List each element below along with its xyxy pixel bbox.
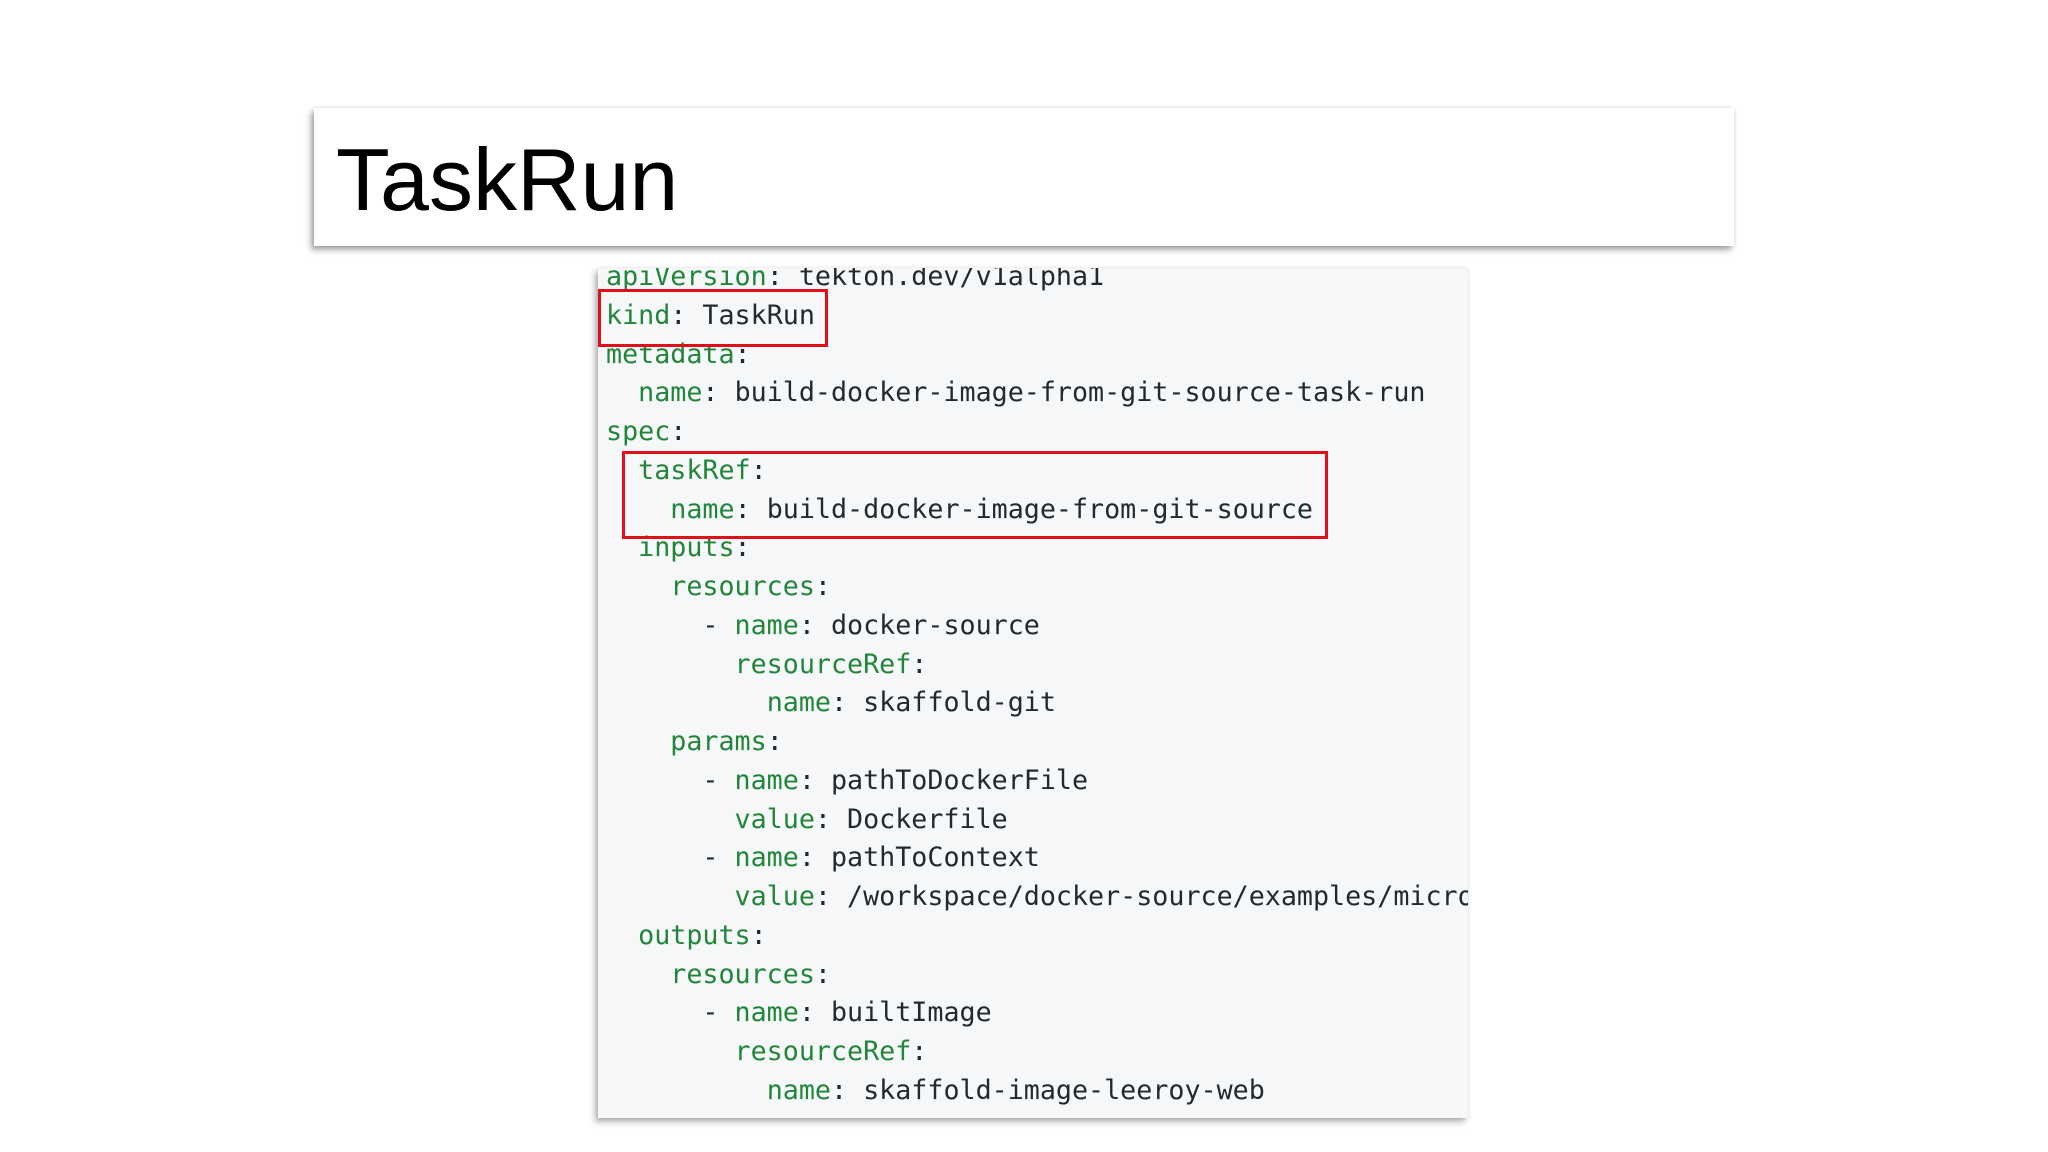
yaml-separator: : (702, 377, 735, 409)
yaml-separator: : (750, 454, 767, 486)
code-line: value: Dockerfile (606, 801, 1468, 840)
code-line: value: /workspace/docker-source/examples… (606, 878, 1468, 917)
yaml-separator: : (766, 268, 799, 292)
yaml-separator: : (911, 648, 928, 680)
yaml-separator: : (798, 764, 831, 796)
slide-title: TaskRun (336, 130, 679, 229)
code-line: kind: TaskRun (606, 297, 1468, 336)
code-line: outputs: (606, 917, 1468, 956)
yaml-value: TaskRun (702, 299, 815, 331)
yaml-key: resources (670, 571, 815, 602)
yaml-value: build-docker-image-from-git-source (766, 493, 1313, 525)
yaml-key: name (766, 687, 831, 719)
code-line: resourceRef: (606, 1033, 1468, 1072)
yaml-key: value (734, 881, 815, 912)
yaml-key: name (670, 493, 735, 525)
yaml-key: name (734, 609, 799, 641)
code-line: - name: pathToContext (606, 839, 1468, 878)
yaml-key: resourceRef (734, 648, 912, 680)
code-indent (606, 377, 638, 408)
yaml-separator: : (734, 493, 767, 525)
yaml-value: pathToContext (830, 842, 1040, 874)
yaml-separator: : (814, 571, 831, 602)
yaml-value: Dockerfile (847, 803, 1008, 835)
yaml-key: taskRef (638, 454, 751, 486)
code-line: - name: builtImage (606, 994, 1468, 1033)
code-line: - name: pathToDockerFile (606, 762, 1468, 801)
yaml-separator: : (798, 997, 831, 1029)
code-indent (606, 920, 638, 951)
yaml-separator: : (798, 842, 831, 874)
yaml-key: name (734, 764, 799, 796)
yaml-separator: : (830, 1074, 864, 1106)
code-indent (606, 1036, 735, 1067)
code-line: resources: (606, 956, 1468, 995)
yaml-separator: : (766, 726, 783, 757)
yaml-separator: : (814, 803, 848, 835)
yaml-separator: : (670, 416, 687, 447)
code-indent: - (606, 842, 735, 874)
yaml-separator: : (911, 1036, 928, 1067)
yaml-key: metadata (606, 338, 735, 370)
kind-highlight-box (598, 289, 828, 347)
yaml-value: builtImage (830, 997, 992, 1029)
code-indent (606, 726, 670, 757)
code-line: apiVersion: tekton.dev/v1alpha1 (606, 268, 1468, 297)
code-indent: - (606, 609, 735, 641)
code-indent (606, 881, 735, 912)
code-indent: - (606, 997, 735, 1029)
yaml-key: name (766, 1074, 831, 1106)
code-line: resourceRef: (606, 646, 1468, 685)
code-indent (606, 804, 735, 835)
slide-title-box: TaskRun (314, 108, 1734, 246)
yaml-key: value (734, 803, 815, 835)
yaml-value: pathToDockerFile (830, 764, 1089, 796)
yaml-key: kind (606, 299, 671, 331)
code-line: resources: (606, 568, 1468, 607)
yaml-value: tekton.dev/v1alpha1 (798, 268, 1105, 292)
yaml-value: skaffold-image-leeroy-web (863, 1074, 1265, 1106)
taskref-highlight-box (622, 451, 1328, 539)
code-line: taskRef: (606, 452, 1468, 491)
yaml-separator: : (798, 609, 831, 641)
yaml-key: name (638, 377, 703, 409)
code-line: metadata: (606, 336, 1468, 375)
yaml-key: resources (670, 958, 815, 990)
code-line: name: build-docker-image-from-git-source… (606, 374, 1468, 413)
yaml-separator: : (814, 881, 848, 912)
code-indent: - (606, 764, 735, 796)
yaml-key: name (734, 842, 799, 874)
code-line: name: build-docker-image-from-git-source (606, 491, 1468, 530)
code-indent (606, 571, 670, 602)
yaml-value: docker-source (830, 609, 1040, 641)
yaml-value: /workspace/docker-source/examples/micro (847, 881, 1468, 912)
code-indent (606, 687, 767, 718)
yaml-separator: : (750, 919, 767, 951)
yaml-separator: : (734, 532, 751, 564)
code-line: name: skaffold-image-leeroy-web (606, 1072, 1468, 1111)
code-line: params: (606, 723, 1468, 762)
code-line: name: skaffold-git (606, 684, 1468, 723)
yaml-key: name (734, 997, 799, 1029)
yaml-value: skaffold-git (863, 687, 1056, 719)
code-indent (606, 959, 670, 990)
yaml-separator: : (830, 687, 864, 719)
yaml-key: spec (606, 416, 671, 447)
yaml-key: params (670, 726, 767, 757)
code-line: - name: docker-source (606, 607, 1468, 646)
code-indent (606, 649, 735, 680)
code-indent (606, 1075, 767, 1106)
yaml-key: apiVersion (606, 268, 767, 292)
yaml-key: resourceRef (734, 1036, 912, 1067)
yaml-key: outputs (638, 919, 751, 951)
code-line: spec: (606, 413, 1468, 452)
yaml-separator: : (670, 299, 703, 331)
yaml-value: build-docker-image-from-git-source-task-… (734, 377, 1426, 409)
yaml-separator: : (814, 958, 831, 990)
